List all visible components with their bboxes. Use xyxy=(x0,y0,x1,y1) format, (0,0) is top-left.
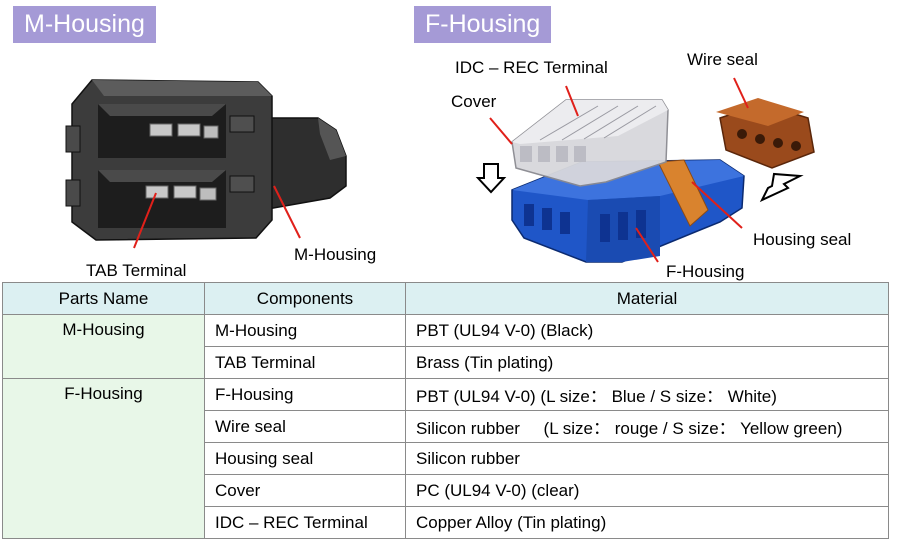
m-housing-image xyxy=(65,79,347,241)
label-wire-seal: Wire seal xyxy=(687,50,758,69)
material-cell: Brass (Tin plating) xyxy=(405,346,889,379)
connector-illustrations xyxy=(65,77,815,263)
m-housing-title: M-Housing xyxy=(13,6,156,43)
material-cell: Silicon rubber xyxy=(405,442,889,475)
header-material: Material xyxy=(405,282,889,315)
table-row: Housing seal Silicon rubber xyxy=(3,442,889,475)
component-cell: M-Housing xyxy=(204,314,406,347)
material-cell: PBT (UL94 V-0) (Black) xyxy=(405,314,889,347)
table-row: Cover PC (UL94 V-0) (clear) xyxy=(3,474,889,507)
parts-name-cell: M-Housing xyxy=(2,314,205,379)
component-cell: Cover xyxy=(204,474,406,507)
material-cell: Silicon rubber (L size： rouge / S size： … xyxy=(405,410,889,443)
label-tab-terminal: TAB Terminal xyxy=(86,261,187,280)
insert-left-arrow-icon xyxy=(759,172,804,203)
tab-terminal-leader xyxy=(133,192,157,249)
material-cell: Copper Alloy (Tin plating) xyxy=(405,506,889,539)
m-housing-leader xyxy=(273,185,301,239)
parts-name-cell: F-Housing xyxy=(2,378,205,539)
table-row: TAB Terminal Brass (Tin plating) xyxy=(3,346,889,379)
insert-down-arrow-icon xyxy=(475,163,507,194)
header-components: Components xyxy=(204,282,406,315)
component-cell: TAB Terminal xyxy=(204,346,406,379)
material-cell: PBT (UL94 V-0) (L size： Blue / S size： W… xyxy=(405,378,889,411)
table-row: M-Housing M-Housing PBT (UL94 V-0) (Blac… xyxy=(2,314,889,379)
table-row: Wire seal Silicon rubber (L size： rouge … xyxy=(3,410,889,443)
label-cover: Cover xyxy=(451,92,497,111)
component-cell: Wire seal xyxy=(204,410,406,443)
material-cell: PC (UL94 V-0) (clear) xyxy=(405,474,889,507)
wire-seal-leader xyxy=(733,77,749,109)
header-parts-name: Parts Name xyxy=(2,282,205,315)
table-row: F-Housing F-Housing PBT (UL94 V-0) (L si… xyxy=(2,378,889,539)
parts-table: Parts Name Components Material M-Housing… xyxy=(2,282,889,539)
table-row: IDC – REC Terminal Copper Alloy (Tin pla… xyxy=(3,506,889,539)
component-cell: Housing seal xyxy=(204,442,406,475)
component-cell: F-Housing xyxy=(204,378,406,411)
label-housing-seal: Housing seal xyxy=(753,230,852,249)
label-m-housing: M-Housing xyxy=(294,245,377,264)
label-idc-terminal: IDC – REC Terminal xyxy=(455,58,608,77)
housing-seal-leader xyxy=(691,181,743,229)
cover-leader xyxy=(489,117,513,145)
label-f-housing: F-Housing xyxy=(666,262,745,281)
f-housing-title: F-Housing xyxy=(414,6,552,43)
component-cell: IDC – REC Terminal xyxy=(204,506,406,539)
f-housing-image xyxy=(475,98,815,263)
f-housing-leader xyxy=(635,227,659,263)
table-header-row: Parts Name Components Material xyxy=(2,282,889,315)
idc-terminal-leader xyxy=(565,85,579,117)
